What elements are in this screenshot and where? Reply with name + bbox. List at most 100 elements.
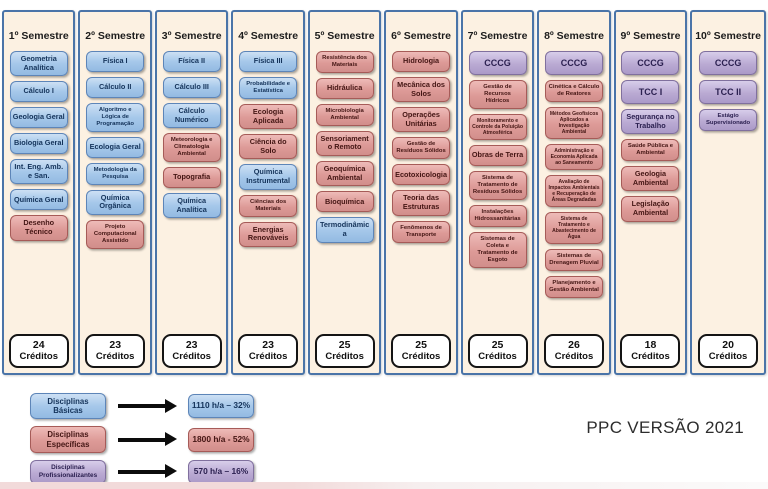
legend-row-specific: Disciplinas Específicas 1800 h/a - 52%	[30, 426, 254, 453]
course-box: Energias Renováveis	[239, 221, 298, 247]
course-box: TCC I	[621, 80, 680, 104]
course-box: Química Geral	[9, 189, 68, 211]
course-list: Física I Cálculo II Algoritmo e Lógica de …	[83, 51, 146, 249]
ppc-version-label: PPC VERSÃO 2021	[586, 418, 744, 437]
credits-label: Créditos	[554, 351, 594, 362]
course-box: Microbiologia Ambiental	[315, 103, 374, 126]
legend-value-specific: 1800 h/a - 52%	[188, 427, 254, 452]
credits-number: 26	[568, 339, 580, 351]
course-box: Cálculo III	[162, 77, 221, 98]
course-box: Teoria das Estruturas	[392, 190, 451, 216]
credits-number: 23	[109, 339, 122, 351]
course-box: CCCG	[468, 51, 527, 75]
course-box: Ecologia Aplicada	[239, 103, 298, 130]
course-box: Física II	[162, 51, 221, 72]
course-box: Ciência do Solo	[239, 134, 298, 160]
course-box: Probabilidade e Estatística	[239, 77, 298, 99]
credits-label: Créditos	[708, 351, 748, 362]
course-box: Bioquímica	[315, 191, 374, 213]
course-box: Métodos Geofísicos Aplicados a Investiga…	[545, 106, 604, 139]
course-box: Biologia Geral	[9, 133, 68, 155]
semester-header: 9º Semestre	[620, 30, 681, 42]
credits-label: Créditos	[172, 351, 211, 362]
course-box: Geologia Geral	[9, 107, 68, 129]
arrow-right-icon	[118, 464, 177, 479]
credits-label: Créditos	[325, 351, 364, 362]
course-box: Cinética e Cálculo de Reatores	[545, 80, 604, 102]
course-box: Geologia Ambiental	[621, 166, 680, 192]
course-box: Obras de Terra	[468, 144, 527, 166]
credits-number: 25	[491, 339, 504, 351]
course-box: Ciências dos Materiais	[239, 194, 298, 217]
course-box: TCC II	[699, 80, 758, 104]
course-box: Química Analítica	[162, 193, 221, 219]
course-box: CCCG	[699, 51, 758, 75]
course-box: Sistema de Tratamento e Abastecimento de…	[545, 211, 604, 244]
course-box: Química Instrumental	[239, 164, 298, 190]
course-box: Administração e Economia Aplicada ao San…	[545, 143, 604, 170]
course-box: Geoquímica Ambiental	[315, 161, 374, 187]
credits-label: Créditos	[631, 351, 670, 362]
course-box: Algoritmo e Lógica de Programação	[86, 103, 145, 132]
course-box: Fenômenos de Transporte	[392, 220, 451, 243]
course-box: Int. Eng. Amb. e San.	[9, 159, 68, 185]
course-box: Desenho Técnico	[9, 215, 68, 241]
course-box: CCCG	[545, 51, 604, 75]
semester-header: 1º Semestre	[8, 30, 69, 42]
course-box: Metodologia da Pesquisa	[86, 162, 145, 185]
course-box: Cálculo I	[9, 81, 68, 103]
course-box: Saúde Pública e Ambiental	[621, 139, 680, 162]
legend-row-basic: Disciplinas Básicas 1110 h/a – 32%	[30, 393, 254, 420]
legend-label-basic: Disciplinas Básicas	[30, 393, 106, 420]
credits-number: 25	[415, 339, 427, 351]
course-box: Gestão de Recursos Hídricos	[468, 80, 527, 109]
semester-header: 6º Semestre	[391, 30, 452, 42]
course-box: Sensoriamento Remoto	[315, 130, 374, 157]
course-box: Química Orgânica	[86, 189, 145, 216]
course-box: Hidrologia	[392, 51, 451, 72]
course-box: Sistema de Tratamento de Resíduos Sólido…	[468, 170, 527, 200]
course-box: Avaliação de Impactos Ambientais e Recup…	[545, 174, 604, 207]
course-box: Cálculo II	[86, 77, 145, 98]
course-box: Física I	[86, 51, 145, 72]
course-box: Sistemas de Drenagem Pluvial	[545, 248, 604, 271]
arrow-right-icon	[118, 432, 177, 447]
credits-number: 20	[722, 339, 734, 351]
course-box: Gestão de Resíduos Sólidos	[392, 137, 451, 160]
course-box: Planejamento e Gestão Ambiental	[545, 275, 604, 298]
credits-number: 23	[262, 339, 274, 351]
course-box: Ecologia Geral	[86, 136, 145, 158]
semester-header: 2º Semestre	[85, 30, 146, 42]
course-box: Hidráulica	[315, 77, 374, 99]
course-box: Topografia	[162, 167, 221, 189]
bottom-accent-strip	[0, 482, 768, 489]
semester-header: 7º Semestre	[467, 30, 528, 42]
